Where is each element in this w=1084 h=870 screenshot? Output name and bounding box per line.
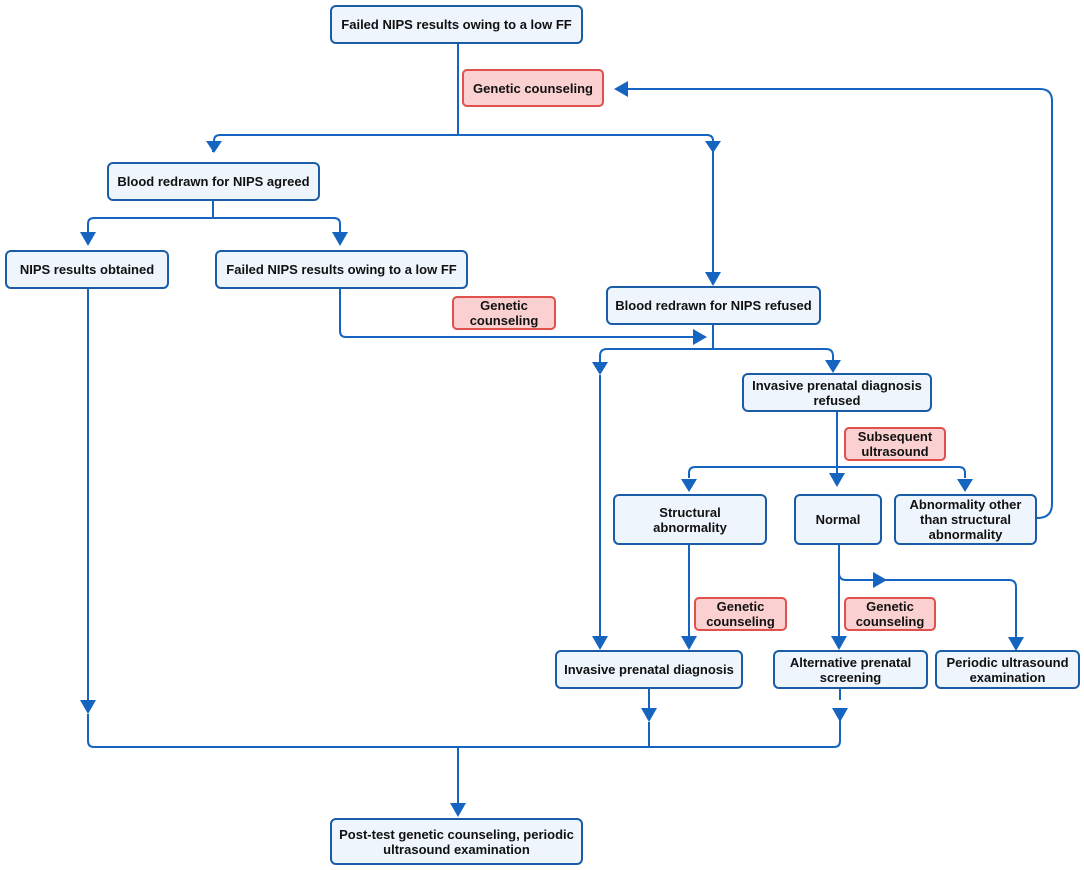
note-genetic-counseling-normal: Genetic counseling bbox=[844, 597, 936, 631]
connector bbox=[599, 348, 834, 362]
arrowhead bbox=[831, 636, 847, 650]
arrowhead bbox=[957, 479, 973, 492]
arrowhead bbox=[832, 708, 848, 722]
node-label: Alternative prenatal screening bbox=[789, 654, 912, 685]
arrowhead bbox=[1008, 637, 1024, 651]
arrowhead bbox=[206, 141, 222, 153]
connector bbox=[688, 466, 966, 478]
node-invasive-refused: Invasive prenatal diagnosis refused bbox=[742, 373, 932, 412]
node-label: Post-test genetic counseling, periodic u… bbox=[339, 826, 574, 857]
node-invasive-prenatal-diagnosis: Invasive prenatal diagnosis bbox=[555, 650, 743, 689]
node-post-test-counseling: Post-test genetic counseling, periodic u… bbox=[330, 818, 583, 865]
node-blood-redrawn-refused: Blood redrawn for NIPS refused bbox=[606, 286, 821, 325]
node-alternative-screening: Alternative prenatal screening bbox=[773, 650, 928, 689]
node-label: Abnormality other than structural abnorm… bbox=[909, 497, 1022, 542]
node-nips-results-obtained: NIPS results obtained bbox=[5, 250, 169, 289]
node-structural-abnormality: Structural abnormality bbox=[613, 494, 767, 545]
arrowhead bbox=[592, 636, 608, 650]
arrowhead bbox=[80, 700, 96, 714]
node-blood-redrawn-agreed: Blood redrawn for NIPS agreed bbox=[107, 162, 320, 201]
connector bbox=[87, 217, 341, 235]
node-label: Blood redrawn for NIPS refused bbox=[615, 298, 812, 313]
arrowhead bbox=[681, 636, 697, 650]
node-label: Invasive prenatal diagnosis refused bbox=[752, 377, 922, 408]
note-label: Genetic counseling bbox=[473, 80, 593, 96]
note-subsequent-ultrasound: Subsequent ultrasound bbox=[844, 427, 946, 461]
node-abnormality-other: Abnormality other than structural abnorm… bbox=[894, 494, 1037, 545]
node-label: Normal bbox=[815, 512, 861, 527]
note-genetic-counseling-top: Genetic counseling bbox=[462, 69, 604, 107]
node-label: Invasive prenatal diagnosis bbox=[564, 662, 734, 677]
connector bbox=[213, 134, 714, 148]
arrowhead bbox=[705, 141, 721, 153]
arrowhead bbox=[592, 362, 608, 375]
arrowhead bbox=[80, 232, 96, 246]
node-label: Periodic ultrasound examination bbox=[946, 654, 1069, 685]
node-label: NIPS results obtained bbox=[19, 262, 155, 277]
note-label: Genetic counseling bbox=[706, 599, 775, 629]
arrowhead bbox=[641, 708, 657, 722]
arrowhead bbox=[450, 803, 466, 817]
arrowhead bbox=[681, 479, 697, 492]
note-label: Genetic counseling bbox=[855, 599, 925, 629]
arrowhead bbox=[332, 232, 348, 246]
note-label: Genetic counseling bbox=[469, 298, 539, 328]
node-failed-nips-top: Failed NIPS results owing to a low FF bbox=[330, 5, 583, 44]
connector bbox=[628, 88, 1053, 519]
connector bbox=[339, 289, 693, 338]
node-label: Failed NIPS results owing to a low FF bbox=[226, 262, 457, 277]
arrowhead bbox=[873, 572, 887, 588]
note-genetic-counseling-mid: Genetic counseling bbox=[452, 296, 556, 330]
node-label: Structural abnormality bbox=[653, 504, 727, 535]
note-genetic-counseling-structural: Genetic counseling bbox=[694, 597, 787, 631]
note-label: Subsequent ultrasound bbox=[857, 429, 933, 459]
arrowhead bbox=[825, 360, 841, 373]
arrowhead bbox=[693, 329, 707, 345]
arrowhead bbox=[705, 272, 721, 286]
connector bbox=[838, 545, 1017, 637]
arrowhead bbox=[829, 473, 845, 487]
node-periodic-ultrasound: Periodic ultrasound examination bbox=[935, 650, 1080, 689]
connector bbox=[87, 712, 841, 748]
node-failed-nips-second: Failed NIPS results owing to a low FF bbox=[215, 250, 468, 289]
node-label: Failed NIPS results owing to a low FF bbox=[341, 17, 572, 32]
node-label: Blood redrawn for NIPS agreed bbox=[117, 174, 310, 189]
arrowhead bbox=[614, 81, 628, 97]
node-normal: Normal bbox=[794, 494, 882, 545]
